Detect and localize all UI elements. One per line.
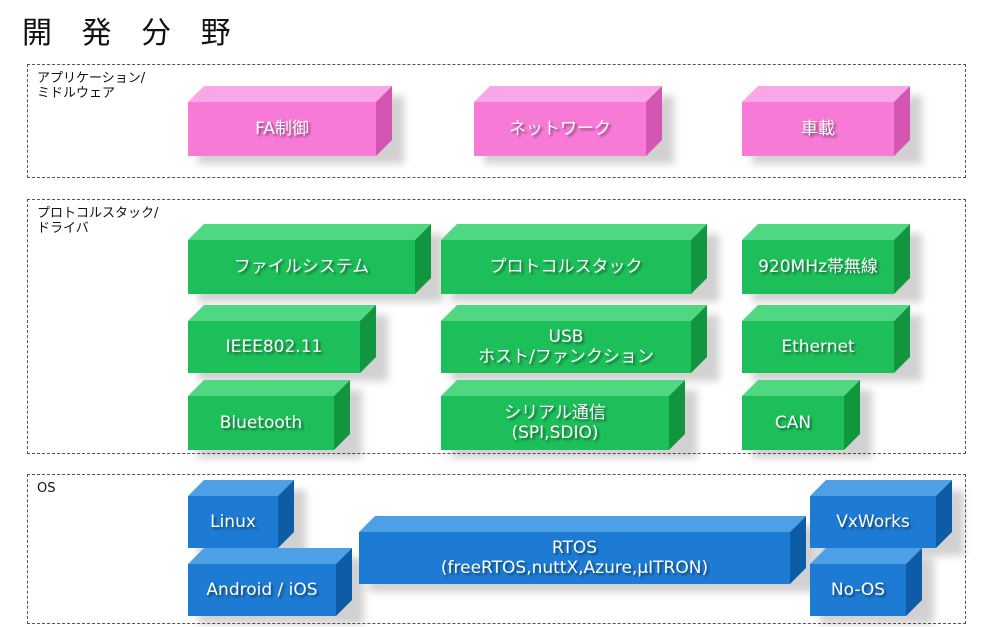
section-os: [27, 474, 966, 624]
box-can-label: CAN: [742, 396, 844, 450]
box-no-os-label: No-OS: [810, 564, 906, 616]
box-filesystem-label: ファイルシステム: [188, 240, 415, 294]
page-title: 開 発 分 野: [22, 16, 241, 51]
box-ieee80211: IEEE802.11: [188, 305, 388, 381]
box-protocol-stack-label: プロトコルスタック: [441, 240, 691, 294]
box-usb-label: USB ホスト/ファンクション: [441, 321, 691, 373]
section-application: [27, 64, 966, 178]
box-fa-control: FA制御: [188, 86, 404, 164]
box-rtos-label: RTOS (freeRTOS,nuttX,Azure,μITRON): [359, 532, 790, 584]
box-protocol-stack: プロトコルスタック: [441, 224, 719, 302]
section-label-os: OS: [37, 481, 56, 496]
box-android-ios-label: Android / iOS: [188, 564, 336, 616]
box-automotive-label: 車載: [742, 102, 894, 156]
box-ethernet: Ethernet: [742, 305, 922, 381]
box-serial: シリアル通信 (SPI,SDIO): [441, 380, 697, 458]
box-linux-label: Linux: [188, 496, 278, 548]
box-automotive: 車載: [742, 86, 922, 164]
box-ethernet-label: Ethernet: [742, 321, 894, 373]
box-network-label: ネットワーク: [474, 102, 646, 156]
box-bluetooth-label: Bluetooth: [188, 396, 334, 450]
box-android-ios: Android / iOS: [188, 548, 364, 624]
box-network: ネットワーク: [474, 86, 674, 164]
box-vxworks: VxWorks: [810, 480, 964, 556]
section-label-protocol: プロトコルスタック/ ドライバ: [37, 206, 159, 236]
box-filesystem: ファイルシステム: [188, 224, 443, 302]
box-usb: USB ホスト/ファンクション: [441, 305, 719, 381]
box-vxworks-label: VxWorks: [810, 496, 936, 548]
box-920mhz: 920MHz帯無線: [742, 224, 922, 302]
section-protocol: [27, 199, 966, 454]
box-bluetooth: Bluetooth: [188, 380, 362, 458]
section-label-application: アプリケーション/ ミドルウェア: [37, 71, 146, 101]
box-ieee80211-label: IEEE802.11: [188, 321, 360, 373]
box-920mhz-label: 920MHz帯無線: [742, 240, 894, 294]
box-can: CAN: [742, 380, 872, 458]
box-rtos: RTOS (freeRTOS,nuttX,Azure,μITRON): [359, 516, 818, 592]
box-linux: Linux: [188, 480, 306, 556]
box-no-os: No-OS: [810, 548, 934, 624]
box-fa-control-label: FA制御: [188, 102, 376, 156]
box-serial-label: シリアル通信 (SPI,SDIO): [441, 396, 669, 450]
